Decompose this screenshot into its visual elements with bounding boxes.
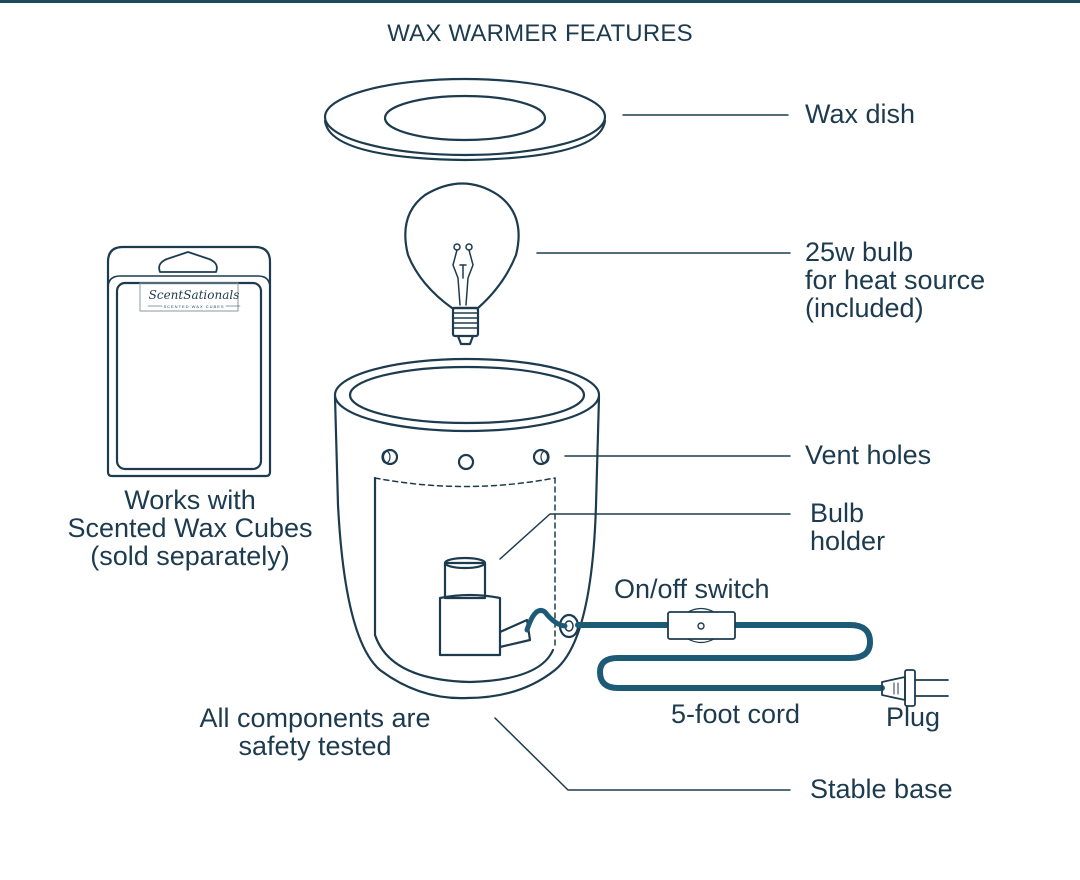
label-cord: 5-foot cord	[671, 699, 801, 729]
label-bulb-holder-line-2: holder	[810, 526, 886, 556]
label-bulb-line-3: (included)	[805, 293, 924, 323]
label-wax-cubes-line-3: (sold separately)	[90, 541, 290, 571]
brand-subtitle: SCENTED WAX CUBES	[163, 304, 225, 309]
brand-logo: ScentSationals	[148, 288, 240, 302]
top-accent-bar	[0, 0, 1080, 3]
plug-drawing	[881, 669, 949, 707]
label-on-off-switch: On/off switch	[614, 574, 770, 604]
wax-dish-drawing	[323, 77, 607, 162]
bulb-drawing	[404, 182, 520, 346]
label-wax-dish: Wax dish	[805, 99, 916, 129]
warmer-body-drawing	[333, 357, 601, 700]
label-bulb-line-2: for heat source	[805, 265, 986, 295]
label-safety-line-2: safety tested	[238, 731, 392, 761]
stable-base-leader-line	[494, 717, 791, 791]
label-bulb-holder-line-1: Bulb	[810, 498, 865, 528]
label-wax-cubes-line-2: Scented Wax Cubes	[67, 513, 313, 543]
power-cord-drawing	[524, 608, 885, 691]
label-bulb-line-1: 25w bulb	[805, 237, 914, 267]
label-plug: Plug	[886, 702, 941, 732]
label-wax-cubes-line-1: Works with	[124, 485, 256, 515]
wax-cubes-package-drawing	[106, 245, 272, 478]
diagram-title: WAX WARMER FEATURES	[387, 20, 693, 47]
label-safety-line-1: All components are	[199, 703, 431, 733]
label-vent-holes: Vent holes	[805, 440, 932, 470]
label-stable-base: Stable base	[810, 774, 953, 804]
on-off-switch-drawing	[667, 607, 736, 644]
bulb-holder-leader-line	[499, 513, 791, 560]
